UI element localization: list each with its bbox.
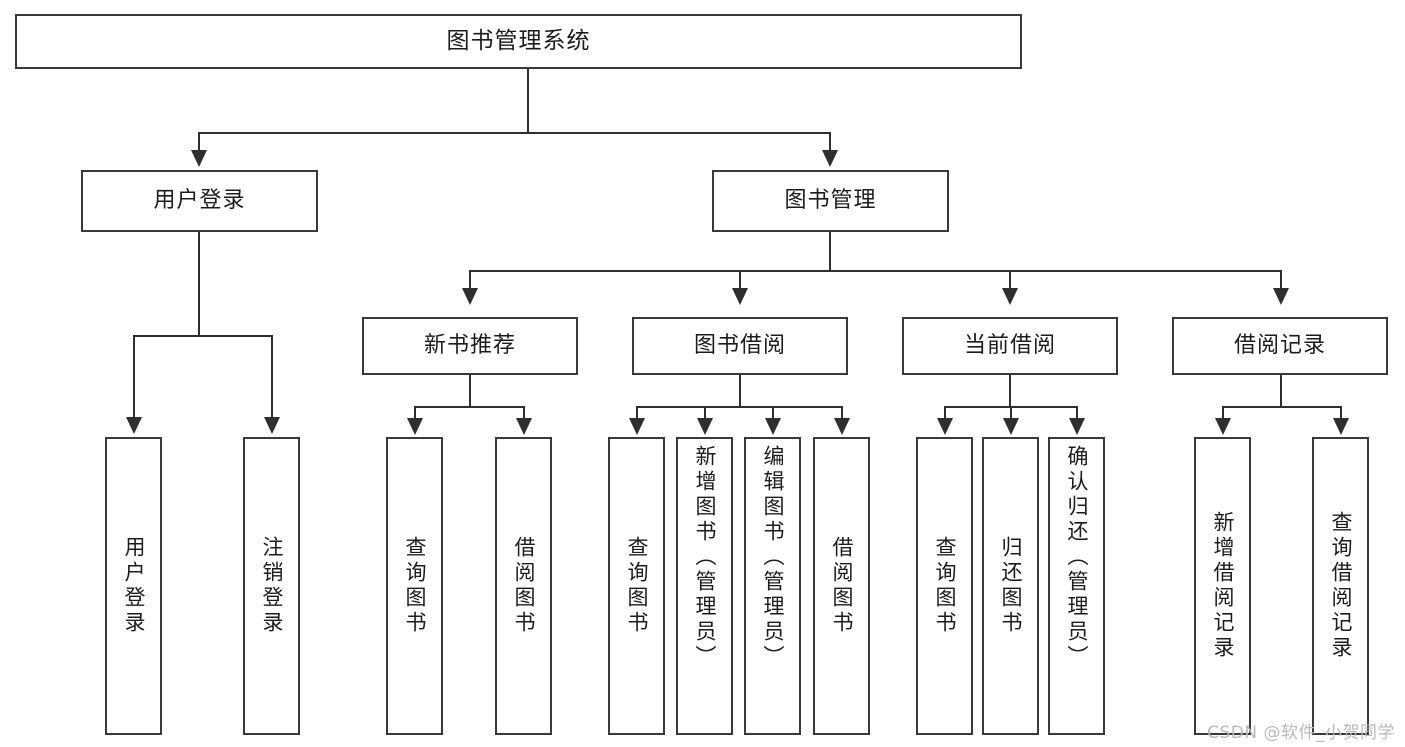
node-label: 用户登录 — [153, 188, 246, 214]
arrowhead-book-mgmt-new-book — [462, 288, 478, 305]
node-label: 归还图书 — [999, 536, 1023, 636]
connector-current-borrow-stem — [1009, 375, 1011, 407]
arrowhead-book-borrow-leaf-2 — [697, 418, 713, 435]
node-label: 查询图书 — [625, 536, 649, 636]
arrowhead-book-mgmt-current-borrow — [1002, 288, 1018, 305]
connector-book-borrow-to-leaf-4 — [841, 406, 843, 420]
connector-book-mgmt-stem — [829, 232, 831, 271]
connector-book-mgmt-to-borrow-record — [1280, 270, 1282, 290]
node-label: 新书推荐 — [423, 333, 516, 359]
arrowhead-root-to-book-mgmt — [822, 150, 838, 167]
node-label: 当前借阅 — [963, 333, 1056, 359]
node-current-borrow[interactable]: 当前借阅 — [902, 317, 1118, 375]
arrowhead-new-book-leaf-2 — [516, 418, 532, 435]
node-book-management[interactable]: 图书管理 — [712, 170, 949, 232]
node-label: 注销登录 — [260, 536, 284, 636]
node-new-book-recommend[interactable]: 新书推荐 — [362, 317, 578, 375]
arrowhead-root-to-user-login — [191, 150, 207, 167]
arrowhead-book-borrow-leaf-1 — [629, 418, 645, 435]
leaf-edit-book-admin[interactable]: 编辑图书（管理员） — [744, 437, 801, 735]
arrowhead-new-book-leaf-1 — [407, 418, 423, 435]
connector-new-book-to-leaf-2 — [523, 406, 525, 420]
connector-user-login-stem — [198, 232, 200, 336]
leaf-add-borrow-record[interactable]: 新增借阅记录 — [1194, 437, 1251, 735]
node-label: 借阅图书 — [512, 536, 536, 636]
connector-borrow-record-stem — [1280, 375, 1282, 407]
arrowhead-user-login-leaf-2 — [264, 417, 280, 434]
connector-root-bus — [198, 132, 830, 134]
leaf-add-book-admin[interactable]: 新增图书（管理员） — [676, 437, 733, 735]
connector-book-borrow-to-leaf-2 — [704, 406, 706, 420]
connector-user-login-bus — [133, 335, 272, 337]
leaf-query-book-borrow[interactable]: 查询图书 — [608, 437, 665, 735]
arrowhead-borrow-record-leaf-1 — [1215, 418, 1231, 435]
node-label: 编辑图书（管理员） — [761, 445, 785, 670]
connector-root-to-book-mgmt — [829, 132, 831, 154]
connector-book-mgmt-to-current-borrow — [1009, 270, 1011, 290]
connector-book-borrow-bus — [636, 406, 842, 408]
connector-book-borrow-stem — [739, 375, 741, 407]
node-label: 图书管理 — [784, 188, 877, 214]
leaf-query-book-newbook[interactable]: 查询图书 — [386, 437, 443, 735]
leaf-borrow-book-newbook[interactable]: 借阅图书 — [495, 437, 552, 735]
leaf-return-book[interactable]: 归还图书 — [982, 437, 1039, 735]
connector-book-mgmt-to-new-book — [469, 270, 471, 290]
connector-current-borrow-to-leaf-1 — [944, 406, 946, 420]
connector-new-book-stem — [469, 375, 471, 407]
leaf-logout[interactable]: 注销登录 — [243, 437, 300, 735]
node-label: 借阅记录 — [1233, 333, 1326, 359]
node-label: 新增借阅记录 — [1211, 511, 1235, 661]
connector-root-to-user-login — [198, 132, 200, 154]
connector-book-borrow-to-leaf-3 — [772, 406, 774, 420]
leaf-query-borrow-record[interactable]: 查询借阅记录 — [1312, 437, 1369, 735]
connector-borrow-record-to-leaf-1 — [1222, 406, 1224, 420]
leaf-borrow-book[interactable]: 借阅图书 — [813, 437, 870, 735]
leaf-query-book-current[interactable]: 查询图书 — [916, 437, 973, 735]
node-label: 借阅图书 — [830, 536, 854, 636]
arrowhead-current-borrow-leaf-2 — [1003, 418, 1019, 435]
arrowhead-book-borrow-leaf-3 — [765, 418, 781, 435]
node-label: 图书管理系统 — [446, 28, 591, 55]
connector-user-login-to-leaf-2 — [271, 335, 273, 419]
node-borrow-record[interactable]: 借阅记录 — [1172, 317, 1388, 375]
connector-user-login-to-leaf-1 — [133, 335, 135, 419]
connector-new-book-bus — [414, 406, 524, 408]
node-root-system[interactable]: 图书管理系统 — [15, 14, 1022, 69]
connector-root-stem — [527, 69, 529, 133]
connector-borrow-record-to-leaf-2 — [1340, 406, 1342, 420]
node-book-borrow[interactable]: 图书借阅 — [632, 317, 848, 375]
arrowhead-book-mgmt-book-borrow — [732, 288, 748, 305]
connector-borrow-record-bus — [1222, 406, 1341, 408]
connector-book-mgmt-bus — [469, 270, 1281, 272]
node-label: 用户登录 — [122, 536, 146, 636]
arrowhead-current-borrow-leaf-1 — [937, 418, 953, 435]
arrowhead-current-borrow-leaf-3 — [1069, 418, 1085, 435]
node-label: 图书借阅 — [693, 333, 786, 359]
connector-book-mgmt-to-book-borrow — [739, 270, 741, 290]
leaf-confirm-return-admin[interactable]: 确认归还（管理员） — [1048, 437, 1105, 735]
node-label: 查询图书 — [403, 536, 427, 636]
node-label: 查询借阅记录 — [1329, 511, 1353, 661]
node-label: 确认归还（管理员） — [1065, 445, 1089, 670]
arrowhead-book-mgmt-borrow-record — [1273, 288, 1289, 305]
connector-book-borrow-to-leaf-1 — [636, 406, 638, 420]
connector-new-book-to-leaf-1 — [414, 406, 416, 420]
node-label: 查询图书 — [933, 536, 957, 636]
node-user-login[interactable]: 用户登录 — [81, 170, 318, 232]
arrowhead-user-login-leaf-1 — [126, 417, 142, 434]
connector-current-borrow-to-leaf-3 — [1076, 406, 1078, 420]
arrowhead-book-borrow-leaf-4 — [834, 418, 850, 435]
node-label: 新增图书（管理员） — [693, 445, 717, 670]
leaf-user-login[interactable]: 用户登录 — [105, 437, 162, 735]
connector-current-borrow-to-leaf-2 — [1010, 406, 1012, 420]
arrowhead-borrow-record-leaf-2 — [1333, 418, 1349, 435]
